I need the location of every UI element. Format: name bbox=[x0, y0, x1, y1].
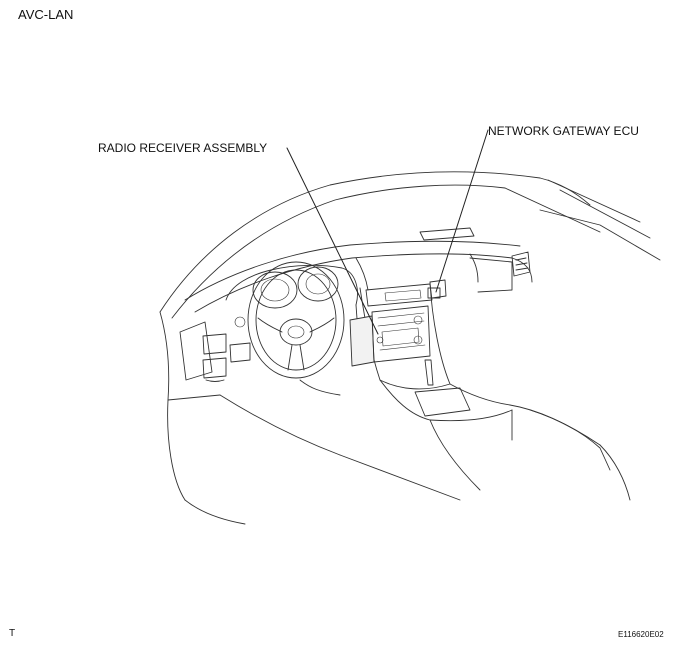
floor-and-seat-line bbox=[219, 394, 631, 501]
instrument-cluster bbox=[225, 264, 358, 309]
radio-receiver-assembly-label: RADIO RECEIVER ASSEMBLY bbox=[98, 141, 268, 155]
dashboard-left-side bbox=[159, 311, 251, 525]
network-gateway-ecu bbox=[427, 287, 441, 299]
a-pillar-right bbox=[539, 179, 661, 261]
dashboard-top bbox=[184, 227, 533, 313]
shift-lever-area bbox=[379, 359, 513, 422]
right-air-vent bbox=[511, 251, 531, 277]
network-gateway-leader-line bbox=[435, 129, 489, 293]
radio-receiver-assembly bbox=[349, 305, 431, 367]
figure-code: E116620E02 bbox=[618, 630, 664, 639]
steering-wheel bbox=[247, 261, 345, 396]
center-vent-and-trim bbox=[355, 253, 513, 293]
page-marker: T bbox=[9, 628, 16, 639]
windshield-frame bbox=[159, 171, 601, 319]
display-and-controls bbox=[365, 279, 447, 307]
network-gateway-ecu-label: NETWORK GATEWAY ECU bbox=[488, 124, 639, 138]
section-title: AVC-LAN bbox=[18, 7, 74, 22]
radio-receiver-leader-line bbox=[286, 147, 379, 335]
